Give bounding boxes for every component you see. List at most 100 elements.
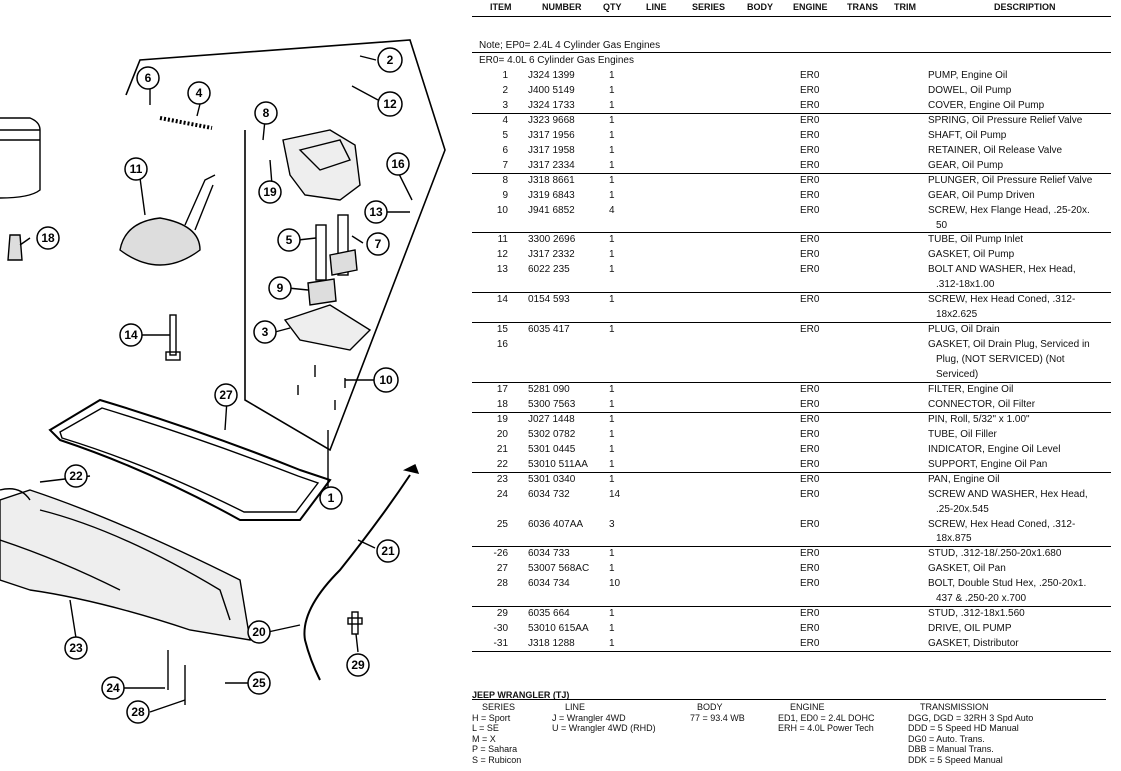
row-group-divider — [472, 322, 1111, 324]
row-item: 1 — [502, 70, 508, 81]
legend-body-head: BODY — [697, 702, 723, 712]
legend-entry: M = X — [472, 733, 496, 744]
callout-13: 13 — [369, 205, 383, 219]
row-description: GASKET, Oil Pan — [928, 563, 1006, 575]
row-part-number: J027 1448 — [528, 413, 575, 425]
row-description: 18x.875 — [936, 533, 972, 545]
row-item: 17 — [496, 383, 508, 395]
row-engine: ER0 — [800, 548, 820, 560]
row-description: TUBE, Oil Pump Inlet — [928, 234, 1024, 246]
legend-rule — [472, 699, 1106, 700]
legend-entry: S = Rubicon — [472, 754, 522, 765]
row-description: STUD, .312-18x1.560 — [928, 608, 1025, 620]
row-item: -26 — [493, 548, 508, 560]
row-qty: 1 — [609, 428, 615, 440]
row-item: 14 — [496, 294, 508, 306]
row-description: Serviced) — [936, 369, 979, 380]
legend-entry: ERH = 4.0L Power Tech — [778, 723, 874, 733]
row-part-number: 3300 2696 — [528, 234, 576, 246]
row-group-divider — [472, 651, 1111, 653]
header-trans: TRANS — [847, 2, 878, 12]
row-group-divider — [472, 411, 1111, 413]
row-description: SCREW, Hex Head Coned, .312- — [928, 294, 1076, 306]
row-item: 5 — [502, 129, 508, 141]
row-engine: ER0 — [800, 189, 820, 201]
row-group-divider — [472, 471, 1111, 473]
row-item: 25 — [496, 518, 508, 530]
note-line-1: Note; EP0= 2.4L 4 Cylinder Gas Engines — [479, 40, 661, 51]
callout-10: 10 — [379, 373, 393, 387]
row-part-number: 53010 511AA — [528, 458, 588, 470]
row-item: 16 — [496, 339, 508, 351]
row-part-number: 53007 568AC — [528, 563, 590, 575]
row-description: PUMP, Engine Oil — [928, 70, 1008, 81]
exploded-parts-diagram: 2 12 6 4 8 11 19 16 13 7 5 9 3 14 10 27 … — [0, 39, 446, 724]
row-engine: ER0 — [800, 638, 820, 650]
row-qty: 1 — [609, 458, 615, 470]
callout-8: 8 — [263, 106, 270, 120]
callout-18: 18 — [41, 231, 55, 245]
row-part-number: 53010 615AA — [528, 623, 589, 635]
table-row: Plug, (NOT SERVICED) (Not — [472, 354, 1111, 369]
row-group-divider — [472, 546, 1111, 548]
row-description: PLUNGER, Oil Pressure Relief Valve — [928, 174, 1093, 186]
legend-transmission-head: TRANSMISSION — [920, 702, 989, 712]
row-description: Plug, (NOT SERVICED) (Not — [936, 354, 1065, 366]
row-item: 4 — [502, 114, 508, 126]
row-part-number: 5301 0340 — [528, 473, 576, 485]
row-engine: ER0 — [800, 623, 820, 635]
row-group-divider — [472, 232, 1111, 234]
row-qty: 1 — [609, 563, 615, 575]
row-group-divider — [472, 381, 1111, 383]
row-item: 15 — [496, 324, 508, 336]
row-description: RETAINER, Oil Release Valve — [928, 144, 1063, 156]
legend-series: SERIES H = Sport L = SE M = X P = Sahara… — [472, 702, 521, 765]
row-qty: 1 — [609, 383, 615, 395]
row-qty: 1 — [609, 114, 615, 126]
row-part-number: 6035 417 — [528, 324, 570, 336]
row-description: TUBE, Oil Filler — [928, 428, 997, 440]
row-part-number: J323 9668 — [528, 114, 575, 126]
row-engine: ER0 — [800, 458, 820, 470]
row-item: 13 — [496, 264, 508, 276]
legend-series-head: SERIES — [482, 702, 516, 712]
row-part-number: J400 5149 — [528, 84, 575, 96]
row-item: -30 — [493, 623, 508, 635]
row-engine: ER0 — [800, 204, 820, 216]
header-series: SERIES — [692, 2, 726, 12]
row-part-number: 6034 734 — [528, 578, 570, 590]
row-description: PLUG, Oil Drain — [928, 324, 1000, 336]
row-description: .312-18x1.00 — [936, 279, 995, 291]
callout-12: 12 — [383, 97, 397, 111]
table-row: 50 — [472, 220, 1111, 235]
callout-28: 28 — [131, 705, 145, 719]
row-qty: 1 — [609, 413, 615, 425]
row-engine: ER0 — [800, 428, 820, 440]
header-engine: ENGINE — [793, 2, 828, 12]
row-group-divider — [472, 112, 1111, 114]
row-description: DOWEL, Oil Pump — [928, 84, 1012, 96]
legend-entry: 77 = 93.4 WB — [690, 712, 745, 723]
row-item: 19 — [496, 413, 508, 425]
callout-group: 2 12 6 4 8 11 19 16 13 7 5 9 3 14 10 27 … — [36, 47, 410, 724]
callout-3: 3 — [262, 325, 269, 339]
callout-22: 22 — [69, 469, 83, 483]
row-part-number: 5302 0782 — [528, 428, 576, 440]
row-description: PAN, Engine Oil — [928, 473, 1000, 485]
row-part-number: 5281 090 — [528, 383, 570, 395]
row-qty: 1 — [609, 84, 615, 96]
row-description: SHAFT, Oil Pump — [928, 129, 1007, 141]
row-item: 2 — [502, 84, 508, 96]
